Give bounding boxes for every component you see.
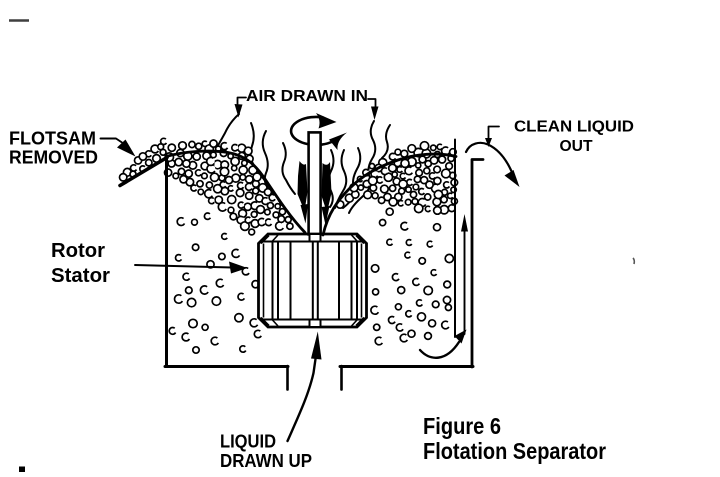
svg-text:FLOTSAM: FLOTSAM: [9, 128, 96, 149]
svg-text:CLEAN LIQUID: CLEAN LIQUID: [514, 119, 634, 136]
svg-text:Figure 6: Figure 6: [423, 413, 501, 439]
svg-text:Stator: Stator: [51, 265, 110, 287]
svg-text:REMOVED: REMOVED: [9, 147, 98, 168]
svg-text:AIR DRAWN IN: AIR DRAWN IN: [246, 88, 368, 105]
svg-text:Rotor: Rotor: [51, 240, 105, 262]
svg-text:DRAWN UP: DRAWN UP: [220, 451, 312, 471]
svg-text:LIQUID: LIQUID: [220, 432, 276, 452]
svg-text:Flotation Separator: Flotation Separator: [423, 438, 606, 464]
svg-text:OUT: OUT: [560, 138, 594, 155]
